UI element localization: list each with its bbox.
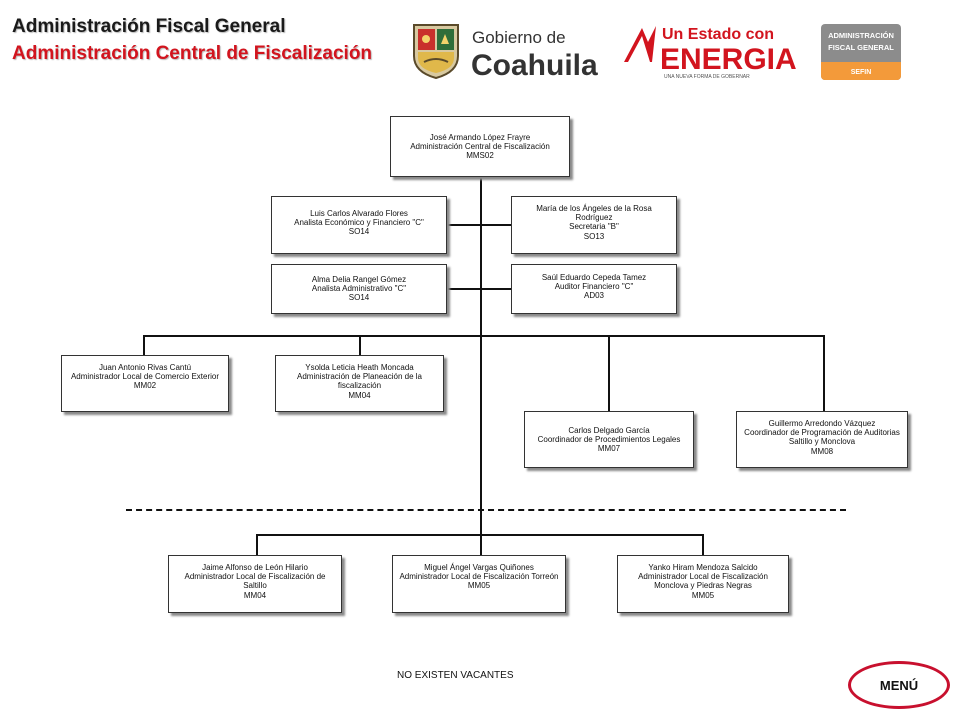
coahuila-line1: Gobierno de: [472, 28, 566, 47]
energia-tagline: UNA NUEVA FORMA DE GOBERNAR: [664, 74, 750, 80]
sub-bus-line: [143, 335, 825, 337]
local-bus-line: [256, 534, 704, 536]
staff-right-2-name: Saúl Eduardo Cepeda Tamez: [541, 273, 647, 282]
page-title: Administración Fiscal General: [12, 16, 286, 37]
coat-of-arms-logo: [410, 22, 462, 80]
staff-left-2-code: SO14: [348, 293, 370, 303]
menu-button[interactable]: MENÚ: [848, 661, 950, 709]
root-role: Administración Central de Fiscalización: [410, 142, 550, 152]
coahuila-logo: Gobierno de Coahuila: [470, 22, 600, 82]
local-2-role: Administrador Local de Fiscalización Tor…: [399, 572, 559, 582]
connector-local-3: [702, 534, 704, 555]
staff-left-1-code: SO14: [348, 227, 370, 237]
org-box-staff-left-2: Alma Delia Rangel Gómez Analista Adminis…: [271, 264, 447, 314]
connector-sub-3: [608, 335, 610, 411]
root-name: José Armando López Frayre: [429, 133, 531, 142]
sub-4-name: Guillermo Arredondo Vázquez: [768, 419, 876, 428]
org-box-local-1: Jaime Alfonso de León Hilario Administra…: [168, 555, 342, 613]
sub-2-code: MM04: [348, 390, 371, 400]
staff-right-1-role: Secretaria "B": [569, 222, 619, 232]
afg-line3: SEFIN: [851, 69, 872, 76]
connector-staff-left-2: [447, 288, 481, 290]
org-box-root: José Armando López Frayre Administración…: [390, 116, 570, 177]
connector-sub-4: [823, 335, 825, 411]
connector-sub-1: [143, 335, 145, 355]
sub-1-role: Administrador Local de Comercio Exterior: [70, 372, 220, 382]
local-2-name: Miguel Ángel Vargas Quiñones: [424, 563, 534, 572]
staff-right-1-code: SO13: [583, 231, 605, 241]
org-box-staff-right-1: María de los Ángeles de la Rosa Rodrígue…: [511, 196, 677, 254]
afg-line1: ADMINISTRACIÓN: [828, 31, 894, 40]
sub-1-code: MM02: [133, 381, 157, 391]
org-box-sub-2: Ysolda Leticia Heath Moncada Administrac…: [275, 355, 444, 412]
coahuila-line2: Coahuila: [471, 49, 598, 80]
sub-3-name: Carlos Delgado García: [568, 426, 650, 435]
org-box-local-3: Yanko Hiram Mendoza Salcido Administrado…: [617, 555, 789, 613]
sub-4-code: MM08: [810, 446, 834, 456]
energia-logo: Un Estado con ENERGIA UNA NUEVA FORMA DE…: [622, 22, 800, 80]
afg-line2: FISCAL GENERAL: [828, 43, 894, 52]
org-box-sub-3: Carlos Delgado García Coordinador de Pro…: [524, 411, 694, 468]
sub-1-name: Juan Antonio Rivas Cantú: [98, 363, 192, 372]
local-1-code: MM04: [243, 590, 267, 600]
dashed-separator: [126, 509, 846, 511]
page-subtitle: Administración Central de Fiscalización: [12, 43, 373, 64]
afg-logo: ADMINISTRACIÓN FISCAL GENERAL SEFIN: [821, 24, 901, 80]
staff-left-2-role: Analista Administrativo "C": [311, 284, 407, 294]
trunk-line: [480, 177, 482, 555]
staff-right-2-code: AD03: [583, 291, 604, 301]
sub-2-name: Ysolda Leticia Heath Moncada: [305, 363, 414, 372]
org-box-staff-left-1: Luis Carlos Alvarado Flores Analista Eco…: [271, 196, 447, 254]
org-box-sub-1: Juan Antonio Rivas Cantú Administrador L…: [61, 355, 229, 412]
root-code: MMS02: [466, 151, 494, 161]
energia-line2: ENERGIA: [660, 43, 797, 76]
sub-2-role: Administración de Planeación de la fisca…: [297, 372, 422, 391]
energia-line1: Un Estado con: [662, 26, 774, 43]
sub-3-role: Coordinador de Procedimientos Legales: [537, 435, 681, 445]
org-box-sub-4: Guillermo Arredondo Vázquez Coordinador …: [736, 411, 908, 468]
sub-3-code: MM07: [597, 444, 621, 454]
org-box-staff-right-2: Saúl Eduardo Cepeda Tamez Auditor Financ…: [511, 264, 677, 314]
local-3-name: Yanko Hiram Mendoza Salcido: [648, 563, 758, 572]
staff-right-2-role: Auditor Financiero "C": [554, 282, 634, 292]
local-1-role: Administrador Local de Fiscalización de …: [184, 572, 326, 591]
local-1-name: Jaime Alfonso de León Hilario: [202, 563, 308, 572]
org-box-local-2: Miguel Ángel Vargas Quiñones Administrad…: [392, 555, 566, 613]
staff-left-1-role: Analista Económico y Financiero "C": [294, 218, 424, 228]
sub-4-role: Coordinador de Programación de Auditoria…: [744, 428, 900, 447]
staff-left-1-name: Luis Carlos Alvarado Flores: [310, 209, 408, 218]
menu-button-label: MENÚ: [879, 677, 919, 693]
staff-left-2-name: Alma Delia Rangel Gómez: [311, 275, 407, 284]
local-3-code: MM05: [691, 590, 715, 600]
staff-right-1-name: María de los Ángeles de la Rosa Rodrígue…: [536, 204, 652, 223]
local-3-role: Administrador Local de Fiscalización Mon…: [638, 572, 768, 591]
connector-staff-right-2: [481, 288, 511, 290]
connector-sub-2: [359, 335, 361, 355]
connector-staff-right-1: [481, 224, 511, 226]
local-2-code: MM05: [467, 581, 491, 591]
connector-staff-left-1: [447, 224, 481, 226]
connector-local-1: [256, 534, 258, 555]
vacancies-note: NO EXISTEN VACANTES: [397, 670, 514, 681]
